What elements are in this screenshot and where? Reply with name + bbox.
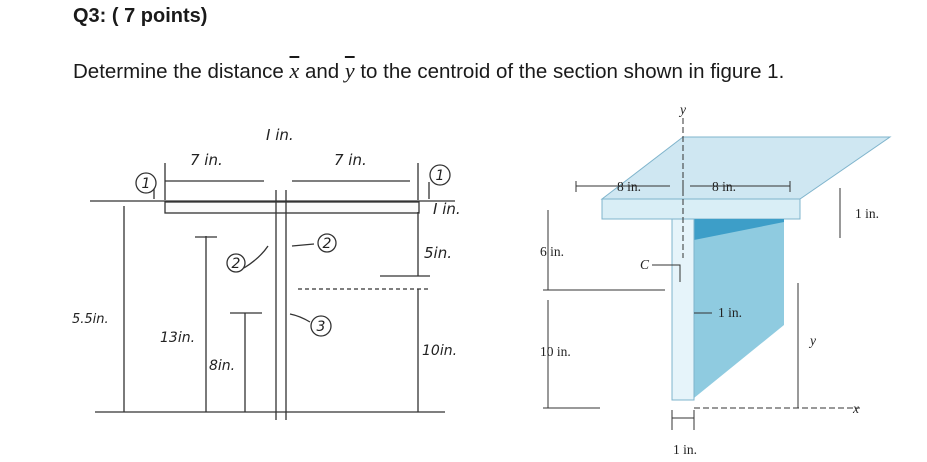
marker-2-left: 2 [232, 256, 241, 272]
flange-front-face [601, 198, 801, 220]
axis-x-label: x [852, 401, 859, 416]
marker-2-right: 2 [323, 236, 332, 252]
y-bar-symbol: y [344, 58, 355, 83]
marker-circle-1-left [135, 172, 157, 194]
label-5in: 5in. [424, 244, 452, 262]
label-8in-left: 8 in. [617, 179, 641, 194]
marker-1-left: 1 [142, 176, 151, 192]
label-6in: 6 in. [540, 244, 564, 259]
question-text-part: to the centroid of the section shown in … [354, 60, 785, 83]
marker-circle-2-right [317, 233, 337, 253]
question-text: Determine the distance x and y to the ce… [73, 58, 784, 84]
label-55in: 5.5in. [72, 312, 109, 327]
label-top-web: I in. [266, 126, 294, 144]
marker-3: 3 [317, 319, 326, 335]
question-text-part: Determine the distance [73, 60, 290, 83]
marker-1-right: 1 [436, 168, 445, 184]
label-web-mid-1in: 1 in. [718, 305, 742, 320]
label-flange-thickness: I in. [433, 200, 461, 218]
leader-line [289, 313, 311, 323]
flange-top-face [600, 136, 892, 200]
flange-rect [164, 201, 420, 214]
label-web-bottom-1in: 1 in. [673, 442, 697, 457]
label-10in: 10in. [422, 343, 457, 359]
label-flange-1in: 1 in. [855, 206, 879, 221]
label-13in: 13in. [160, 330, 195, 346]
question-text-part: and [299, 60, 345, 83]
label-7in-right: 7 in. [334, 151, 367, 169]
x-bar-symbol: x [289, 58, 300, 83]
leader-line [243, 245, 269, 269]
leader-line [291, 243, 315, 247]
centroid-leader [652, 264, 681, 282]
label-8in-right: 8 in. [712, 179, 736, 194]
label-ybar: y [808, 333, 816, 348]
axis-y-label: y [678, 102, 686, 117]
label-8in: 8in. [209, 358, 235, 374]
marker-circle-3 [310, 315, 332, 337]
web-side-face [694, 222, 784, 398]
label-7in-left: 7 in. [190, 151, 223, 169]
label-centroid-C: C [640, 257, 650, 272]
marker-circle-1-right [429, 164, 451, 186]
question-title: Q3: ( 7 points) [73, 5, 208, 27]
label-10in: 10 in. [540, 344, 571, 359]
marker-circle-2-left [226, 253, 246, 273]
